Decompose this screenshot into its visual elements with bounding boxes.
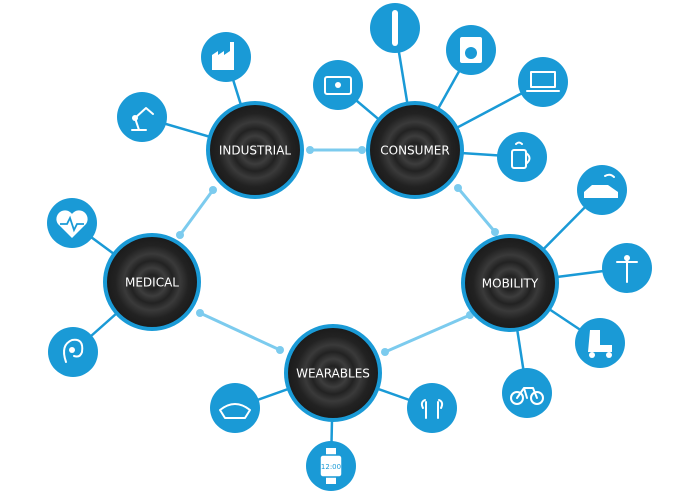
- bicycle-icon: [502, 368, 552, 418]
- hub-industrial[interactable]: INDUSTRIAL: [206, 101, 304, 199]
- hub-label: MEDICAL: [125, 276, 179, 290]
- smart-kettle-icon: [497, 132, 547, 182]
- smartwatch-icon: 12:00: [306, 441, 356, 491]
- link-mobility-wearables: [384, 313, 471, 354]
- link-medical-wearables: [199, 311, 281, 352]
- hearing-aid-icon: [48, 327, 98, 377]
- toothbrush-icon: [370, 3, 420, 53]
- mobility-scooter-icon: [575, 318, 625, 368]
- hub-medical[interactable]: MEDICAL: [103, 233, 201, 331]
- hub-label: WEARABLES: [296, 367, 370, 381]
- link-consumer-mobility: [456, 187, 497, 233]
- hub-consumer[interactable]: CONSUMER: [366, 101, 464, 199]
- hub-label: MOBILITY: [482, 277, 539, 291]
- link-industrial-medical: [178, 189, 215, 236]
- tablet-icon: [313, 60, 363, 110]
- hub-label: CONSUMER: [380, 144, 449, 158]
- car-icon: [577, 165, 627, 215]
- hub-label: INDUSTRIAL: [219, 144, 292, 158]
- watch-face-text: 12:00: [321, 463, 341, 471]
- robot-arm-icon: [117, 92, 167, 142]
- laptop-icon: [518, 57, 568, 107]
- motor-scooter-icon: [602, 243, 652, 293]
- hub-links: [176, 146, 499, 356]
- earbuds-icon: [407, 383, 457, 433]
- factory-icon: [201, 32, 251, 82]
- heart-monitor-icon: [47, 198, 97, 248]
- washing-machine-icon: [446, 25, 496, 75]
- hub-mobility[interactable]: MOBILITY: [461, 234, 559, 332]
- hub-wearables[interactable]: WEARABLES: [284, 324, 382, 422]
- vr-headset-icon: [210, 383, 260, 433]
